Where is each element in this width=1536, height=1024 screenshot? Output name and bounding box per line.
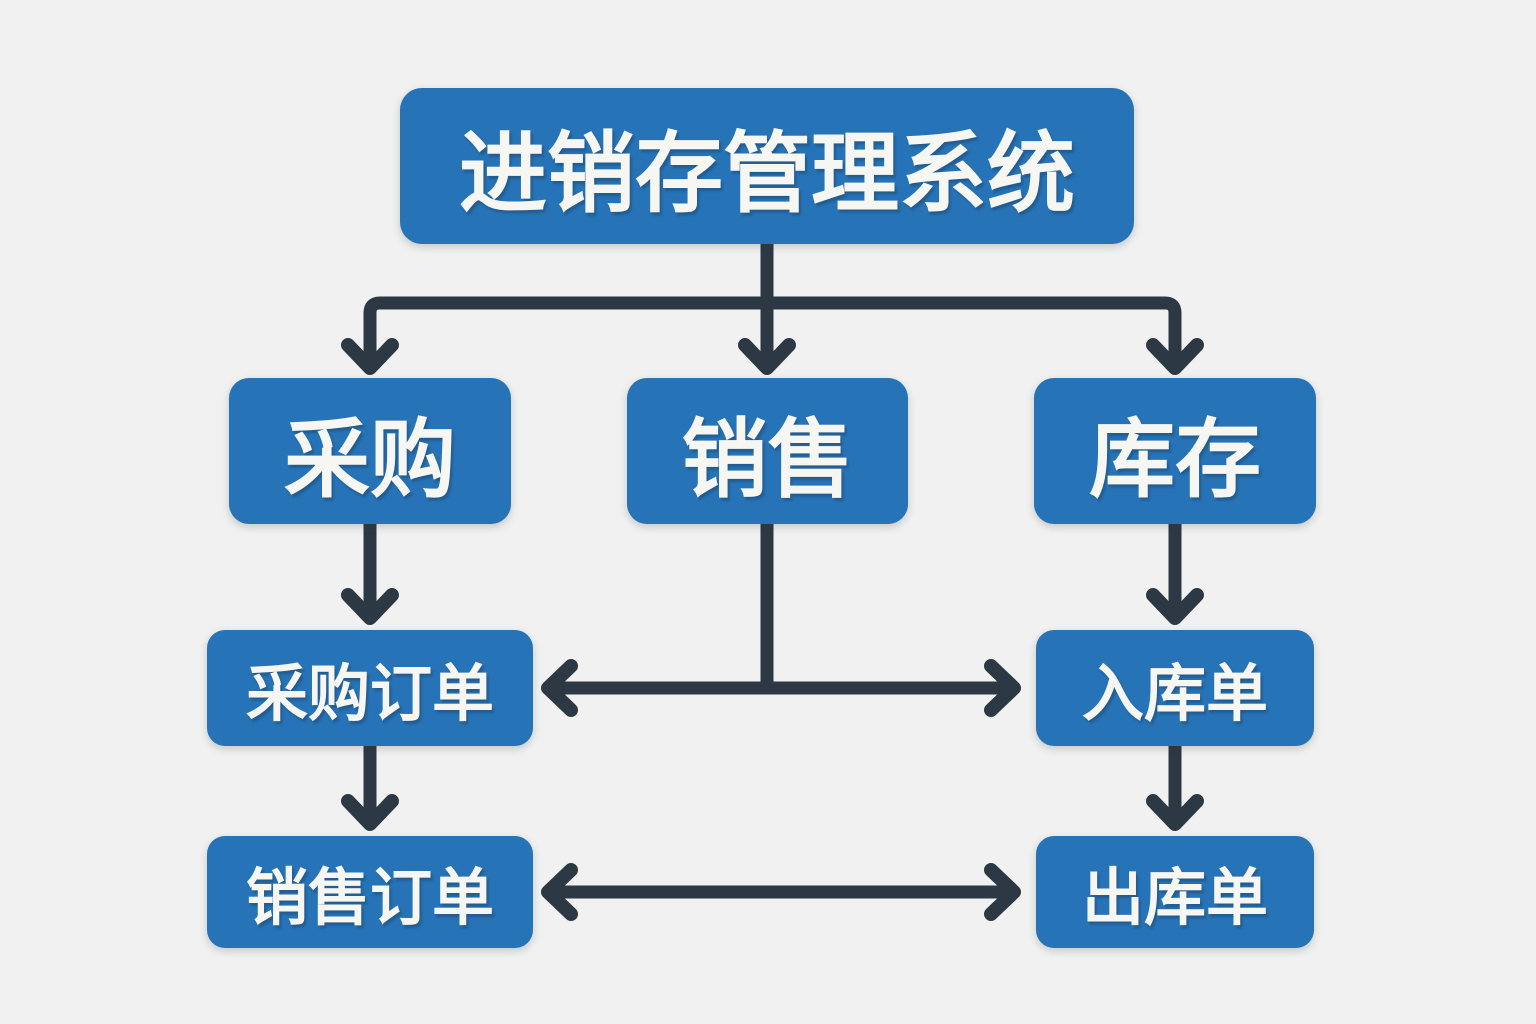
node-label: 入库单 xyxy=(1081,657,1268,730)
node-label: 采购 xyxy=(284,409,456,510)
node-inventory: 库存 xyxy=(1034,378,1316,524)
node-label: 采购订单 xyxy=(245,657,494,730)
arrowhead-root-to-inventory xyxy=(1146,338,1204,375)
arrow-purchasing-to-purchase-order xyxy=(341,517,399,625)
node-label: 进销存管理系统 xyxy=(458,121,1075,225)
node-purchase-order: 采购订单 xyxy=(207,630,533,746)
node-inventory-management-system: 进销存管理系统 xyxy=(400,88,1134,244)
arrow-purchase-order-to-sales-order xyxy=(341,739,399,831)
node-sales: 销售 xyxy=(627,378,908,524)
node-label: 出库单 xyxy=(1081,861,1268,934)
node-label: 库存 xyxy=(1089,409,1261,510)
double-arrow-sales-order-outbound-order xyxy=(541,863,1021,921)
arrow-inbound-order-to-outbound-order xyxy=(1146,739,1204,831)
arrowhead-root-to-purchasing xyxy=(341,338,399,375)
node-outbound-order: 出库单 xyxy=(1036,836,1314,948)
arrowhead-root-to-sales xyxy=(738,338,796,375)
node-purchasing: 采购 xyxy=(229,378,511,524)
arrow-inventory-to-inbound-order xyxy=(1146,517,1204,625)
node-inbound-order: 入库单 xyxy=(1036,630,1314,746)
node-sales-order: 销售订单 xyxy=(207,836,533,948)
node-label: 销售 xyxy=(681,409,854,510)
connector-root-to-children xyxy=(363,237,1182,364)
node-label: 销售订单 xyxy=(245,861,494,934)
double-arrow-purchase-order-inbound-order xyxy=(541,659,1021,717)
